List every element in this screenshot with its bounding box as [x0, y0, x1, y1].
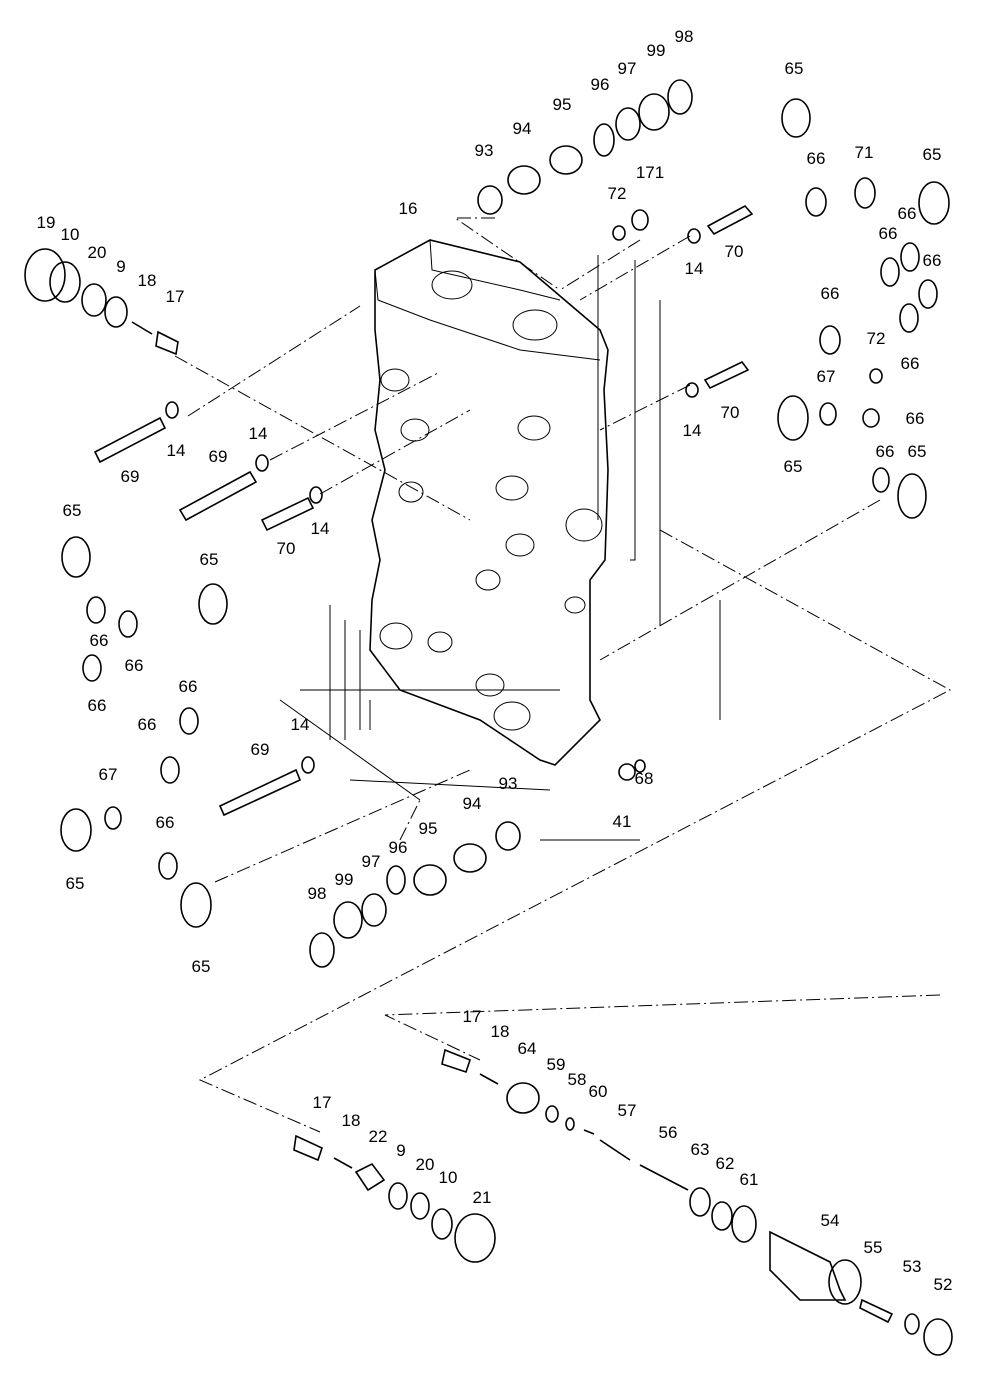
- part-number-label: 65: [200, 550, 219, 569]
- part-number-label: 56: [659, 1123, 678, 1142]
- part-number-label: 66: [90, 631, 109, 650]
- part-number-label: 65: [908, 442, 927, 461]
- part-number-label: 66: [88, 696, 107, 715]
- part-number-label: 14: [167, 441, 186, 460]
- centerlines: [174, 217, 952, 1133]
- part-number-label: 95: [419, 819, 438, 838]
- part-number-label: 66: [898, 204, 917, 223]
- part-number-label: 97: [362, 852, 381, 871]
- part-number-label: 59: [547, 1055, 566, 1074]
- part-number-label: 70: [725, 242, 744, 261]
- part-number-label: 10: [61, 225, 80, 244]
- part-number-label: 14: [685, 259, 704, 278]
- valve-body: [279, 239, 640, 841]
- part-number-label: 99: [647, 41, 666, 60]
- part-number-label: 16: [399, 199, 418, 218]
- part-number-label: 52: [934, 1275, 953, 1294]
- part-number-label: 64: [518, 1039, 537, 1058]
- part-number-label: 21: [473, 1188, 492, 1207]
- part-number-label: 18: [138, 271, 157, 290]
- part-number-label: 98: [308, 884, 327, 903]
- part-number-label: 17: [463, 1007, 482, 1026]
- part-number-label: 94: [463, 794, 482, 813]
- part-number-label: 70: [721, 403, 740, 422]
- part-number-label: 61: [740, 1170, 759, 1189]
- part-number-label: 93: [499, 774, 518, 793]
- part-number-label: 171: [636, 163, 664, 182]
- part-number-label: 66: [923, 251, 942, 270]
- part-number-label: 65: [63, 501, 82, 520]
- part-number-label: 71: [855, 143, 874, 162]
- part-number-label: 58: [568, 1070, 587, 1089]
- part-number-label: 17: [166, 287, 185, 306]
- part-number-label: 9: [396, 1141, 405, 1160]
- part-number-label: 57: [618, 1101, 637, 1120]
- part-number-label: 66: [807, 149, 826, 168]
- part-number-label: 53: [903, 1257, 922, 1276]
- part-number-label: 65: [785, 59, 804, 78]
- part-number-label: 55: [864, 1238, 883, 1257]
- part-number-label: 41: [613, 812, 632, 831]
- part-number-label: 70: [277, 539, 296, 558]
- part-number-label: 96: [389, 838, 408, 857]
- parts: [24, 79, 953, 1356]
- part-number-label: 14: [249, 424, 268, 443]
- callout-labels: 1910209181716939495969799987217114706566…: [37, 27, 953, 1294]
- part-number-label: 66: [876, 442, 895, 461]
- part-number-label: 69: [121, 467, 140, 486]
- part-number-label: 66: [906, 409, 925, 428]
- part-number-label: 97: [618, 59, 637, 78]
- part-number-label: 65: [66, 874, 85, 893]
- part-number-label: 54: [821, 1211, 840, 1230]
- part-number-label: 66: [901, 354, 920, 373]
- part-number-label: 66: [821, 284, 840, 303]
- part-number-label: 14: [683, 421, 702, 440]
- part-number-label: 93: [475, 141, 494, 160]
- part-number-label: 94: [513, 119, 532, 138]
- part-number-label: 69: [251, 740, 270, 759]
- part-number-label: 72: [608, 184, 627, 203]
- part-number-label: 67: [99, 765, 118, 784]
- part-number-label: 9: [116, 257, 125, 276]
- part-number-label: 14: [311, 519, 330, 538]
- part-number-label: 19: [37, 213, 56, 232]
- part-number-label: 62: [716, 1154, 735, 1173]
- part-number-label: 20: [416, 1155, 435, 1174]
- part-number-label: 98: [675, 27, 694, 46]
- part-number-label: 17: [313, 1093, 332, 1112]
- part-number-label: 72: [867, 329, 886, 348]
- part-number-label: 65: [784, 457, 803, 476]
- part-number-label: 22: [369, 1127, 388, 1146]
- part-number-label: 10: [439, 1168, 458, 1187]
- part-number-label: 65: [192, 957, 211, 976]
- part-number-label: 20: [88, 243, 107, 262]
- part-number-label: 99: [335, 870, 354, 889]
- part-number-label: 66: [138, 715, 157, 734]
- part-number-label: 66: [156, 813, 175, 832]
- part-number-label: 66: [179, 677, 198, 696]
- part-number-label: 67: [817, 367, 836, 386]
- part-number-label: 96: [591, 75, 610, 94]
- part-number-label: 69: [209, 447, 228, 466]
- part-number-label: 65: [923, 145, 942, 164]
- part-number-label: 18: [491, 1022, 510, 1041]
- part-number-label: 66: [125, 656, 144, 675]
- part-number-label: 18: [342, 1111, 361, 1130]
- part-number-label: 14: [291, 715, 310, 734]
- part-number-label: 95: [553, 95, 572, 114]
- part-number-label: 66: [879, 224, 898, 243]
- part-number-label: 63: [691, 1140, 710, 1159]
- part-number-label: 60: [589, 1082, 608, 1101]
- part-number-label: 68: [635, 769, 654, 788]
